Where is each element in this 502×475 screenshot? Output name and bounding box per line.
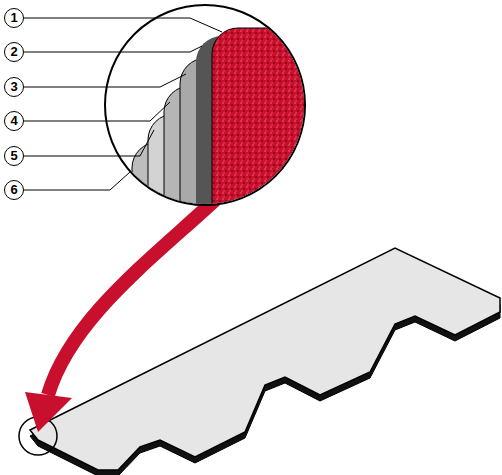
layer: [116, 170, 436, 396]
callout-number: 6: [4, 180, 24, 200]
magnify-arrow: [48, 200, 215, 395]
callout-number: 5: [4, 146, 24, 166]
layer-stack: [116, 28, 502, 396]
callout-number: 1: [4, 8, 24, 28]
arrow-head: [25, 392, 72, 432]
shingle-face: [30, 248, 500, 470]
callout-number: 4: [4, 111, 24, 131]
leader-lines: [24, 18, 222, 190]
granule-layer: [196, 28, 502, 256]
callout-number: 2: [4, 42, 24, 62]
callout-number: 3: [4, 77, 24, 97]
